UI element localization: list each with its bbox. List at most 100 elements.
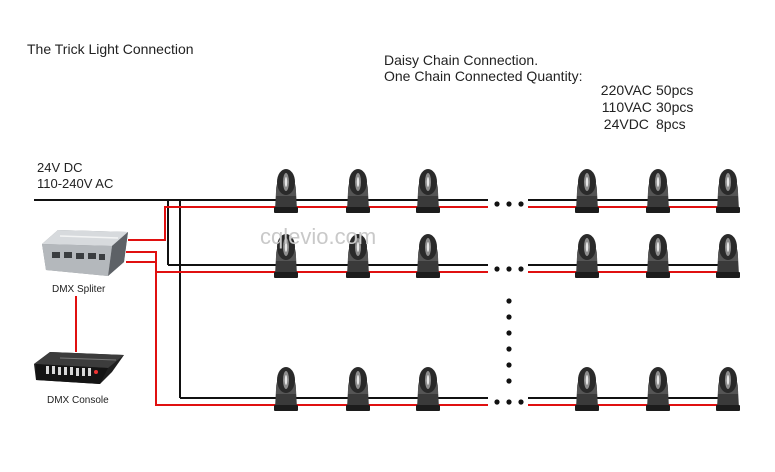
watermark: cqlevio.com [260,224,377,249]
ellipsis-dot [518,201,524,207]
fixture-highlight [726,375,730,385]
fixture-foot [575,272,599,278]
moving-head-light-icon [416,169,440,213]
devices [34,230,128,384]
fixture-base [717,257,739,275]
diagram-title: The Trick Light Connection [27,41,194,57]
moving-head-light-icon [416,234,440,278]
moving-head-light-icon [575,234,599,278]
fixture-highlight [284,242,288,252]
wiring [34,199,720,406]
ellipsis-dot [506,362,512,368]
splitter-label: DMX Spliter [52,284,106,295]
fixture-highlight [356,375,360,385]
signal-wire [128,206,285,241]
fixture-base [717,192,739,210]
fixture-foot [646,207,670,213]
ellipsis-dot [494,399,500,405]
fixture-base [417,390,439,408]
daisy-chain-label: Daisy Chain Connection. [384,52,539,68]
power-dc-label: 24V DC [37,160,83,175]
quantity-label: One Chain Connected Quantity: [384,68,583,84]
ellipsis-dot [506,298,512,304]
fixture-base [417,192,439,210]
fixture-highlight [585,242,589,252]
signal-wire [126,261,285,406]
fixture-base [576,390,598,408]
fixture-foot [575,207,599,213]
fixture-highlight [356,177,360,187]
dmx-splitter-icon [42,230,128,276]
fixture-foot [416,272,440,278]
fixture-base [347,390,369,408]
fixture-highlight [356,242,360,252]
ellipsis-dot [506,330,512,336]
fixture-foot [716,272,740,278]
fixture-base [717,390,739,408]
fixture-base [275,390,297,408]
ellipsis-dot [506,314,512,320]
moving-head-light-icon [346,234,370,278]
quantity-pcs: 50pcs [656,82,694,98]
fixture-foot [646,405,670,411]
moving-head-light-icon [575,169,599,213]
quantity-pcs: 30pcs [656,99,694,115]
moving-head-light-icon [646,367,670,411]
fixture-foot [346,207,370,213]
quantity-pcs: 8pcs [656,116,686,132]
fixture-foot [274,272,298,278]
ellipsis-dot [506,266,512,272]
fixture-base [275,257,297,275]
fixture-highlight [426,177,430,187]
console-label: DMX Console [47,395,109,406]
moving-head-light-icon [274,169,298,213]
power-ac-label: 110-240V AC [37,176,114,191]
fixture-foot [274,405,298,411]
moving-head-light-icon [274,367,298,411]
fixture-highlight [426,375,430,385]
moving-head-light-icon [716,234,740,278]
fixture-highlight [656,177,660,187]
quantity-voltage: 220VAC [600,82,652,98]
ellipsis-dot [506,399,512,405]
quantity-voltage: 24VDC [603,116,649,132]
moving-head-light-icon [416,367,440,411]
fixture-foot [346,272,370,278]
fixture-base [647,257,669,275]
ellipsis-dot [518,266,524,272]
moving-head-light-icon [716,169,740,213]
ellipsis-dot [518,399,524,405]
fixture-highlight [426,242,430,252]
fixture-foot [575,405,599,411]
fixture-foot [346,405,370,411]
fixture-foot [716,207,740,213]
fixture-foot [646,272,670,278]
fixture-highlight [656,242,660,252]
ellipsis-dot [494,201,500,207]
fixture-highlight [585,375,589,385]
fixture-base [647,192,669,210]
moving-head-light-icon [346,169,370,213]
fixture-highlight [726,242,730,252]
fixture-highlight [284,375,288,385]
quantity-row: 24VDC 8pcs [593,103,686,132]
ellipsis-dot [506,201,512,207]
moving-head-light-icon [575,367,599,411]
moving-head-light-icon [646,169,670,213]
ellipsis-dot [506,346,512,352]
fixture-base [347,257,369,275]
fixture-highlight [656,375,660,385]
fixture-highlight [726,177,730,187]
fixture-base [417,257,439,275]
quantity-voltage: 110VAC [601,99,652,115]
moving-head-light-icon [716,367,740,411]
fixture-base [275,192,297,210]
fixture-foot [716,405,740,411]
moving-head-light-icon [646,234,670,278]
fixture-base [576,257,598,275]
fixture-foot [274,207,298,213]
moving-head-light-icon [346,367,370,411]
